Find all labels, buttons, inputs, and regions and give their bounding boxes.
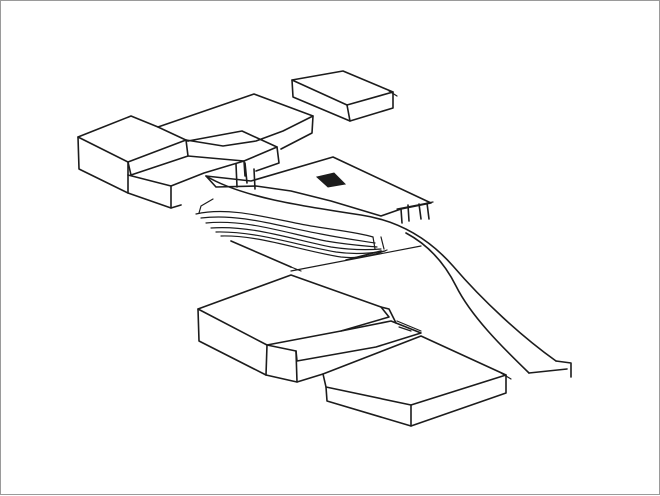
small-block-top-right xyxy=(291,70,398,122)
terraced-lines xyxy=(195,198,388,272)
long-ramp xyxy=(205,175,572,378)
central-platform xyxy=(205,156,434,224)
lower-building xyxy=(197,274,512,427)
upper-left-building xyxy=(77,93,314,209)
roof-opening xyxy=(315,172,347,188)
